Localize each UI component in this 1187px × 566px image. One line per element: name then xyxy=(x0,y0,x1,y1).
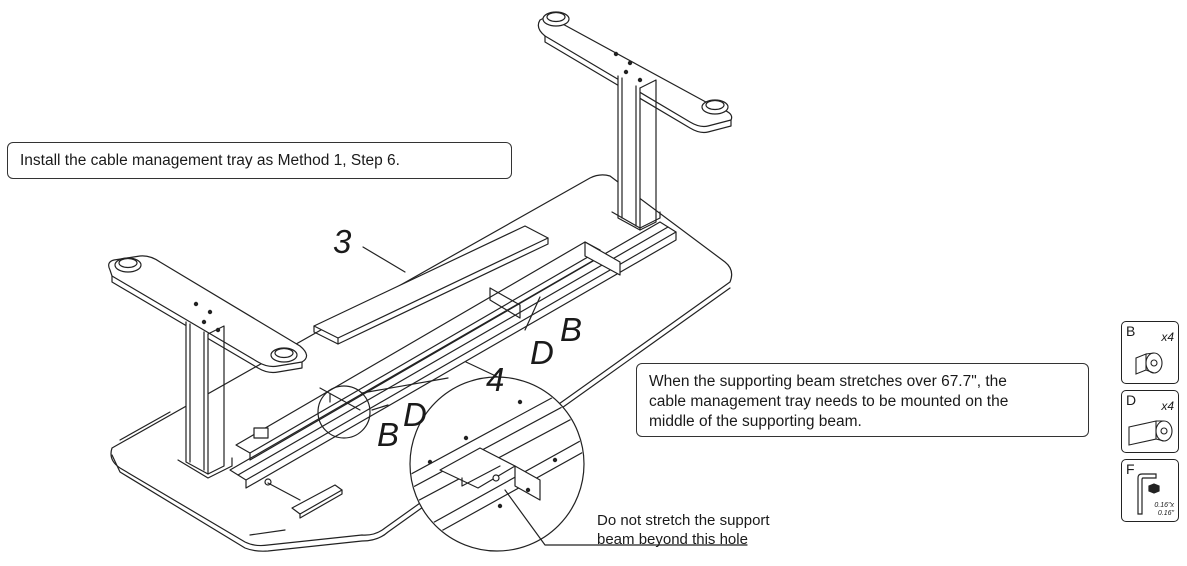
leader-d2 xyxy=(371,404,389,411)
short-bolt-icon xyxy=(1135,352,1163,375)
allen-key-icon xyxy=(1137,473,1160,515)
hardware-card-b: B x4 xyxy=(1121,321,1179,384)
leader-warning xyxy=(504,489,748,546)
long-bolt-icon xyxy=(1128,420,1173,446)
label-screw-b-lower: B xyxy=(377,416,400,453)
note-long-beam-line3: middle of the supporting beam. xyxy=(649,413,862,430)
cable-tray xyxy=(313,225,549,345)
part-quantity: x4 xyxy=(1161,330,1174,344)
hardware-card-f: F 0.16"x 0.16" xyxy=(1121,459,1179,522)
zoom-connector xyxy=(361,377,449,394)
label-screw-d-upper: D xyxy=(530,334,554,371)
part-quantity: x4 xyxy=(1161,399,1174,413)
part-dimension: 0.16"x 0.16" xyxy=(1154,502,1174,518)
warning-text: Do not stretch the support beam beyond t… xyxy=(597,511,770,549)
warning-line1: Do not stretch the support xyxy=(597,512,770,529)
support-beam xyxy=(229,221,677,489)
part-letter: D xyxy=(1126,392,1137,408)
part-dimension-line1: 0.16"x xyxy=(1154,502,1174,509)
label-screw-b-upper: B xyxy=(560,311,583,348)
zoom-detail xyxy=(411,379,583,541)
part-dimension-line2: 0.16" xyxy=(1157,510,1174,517)
zoom-source-circle xyxy=(317,385,371,439)
warning-line2: beam beyond this hole xyxy=(597,531,748,548)
left-leg xyxy=(108,255,308,479)
leader-b1 xyxy=(524,296,541,331)
part-letter: B xyxy=(1126,323,1136,339)
leader-tray xyxy=(362,246,406,273)
note-long-beam-line2: cable management tray needs to be mounte… xyxy=(649,393,1009,410)
label-beam-number: 4 xyxy=(486,361,505,398)
note-long-beam-line1: When the supporting beam stretches over … xyxy=(649,373,1007,390)
right-leg xyxy=(537,11,733,231)
hardware-card-d: D x4 xyxy=(1121,390,1179,453)
label-screw-d-lower: D xyxy=(403,396,427,433)
note-long-beam: When the supporting beam stretches over … xyxy=(636,363,1089,437)
part-letter: F xyxy=(1126,461,1135,477)
hand-controller xyxy=(264,478,343,519)
label-tray-number: 3 xyxy=(333,223,352,260)
note-cable-tray: Install the cable management tray as Met… xyxy=(7,142,512,179)
